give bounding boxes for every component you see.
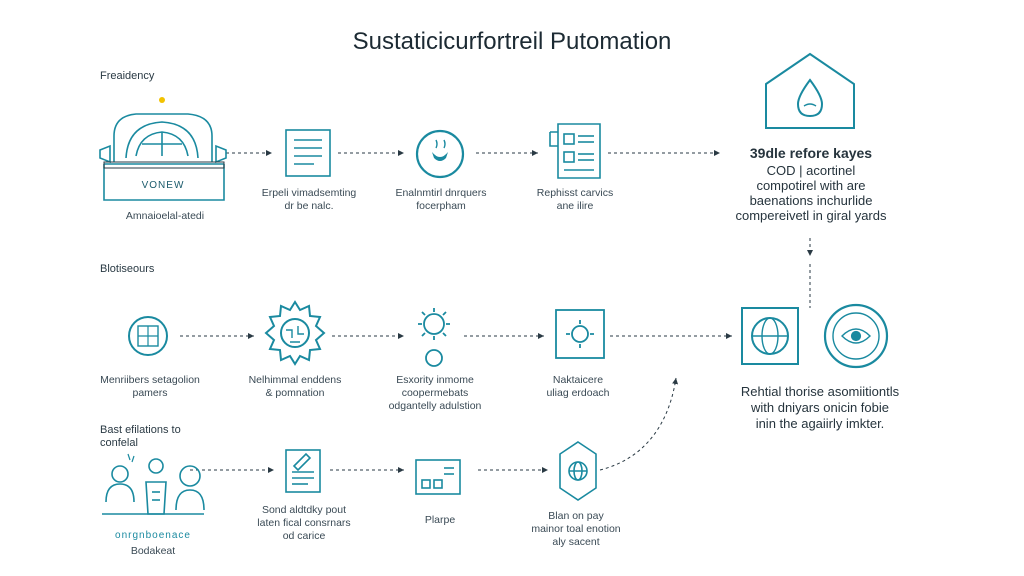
archive-badge: VONEW	[141, 180, 185, 191]
document-icon	[285, 129, 331, 177]
section-label-1: Freaidency	[100, 70, 155, 82]
right-top-heading: 39dle refore kayes	[712, 146, 910, 161]
right-top-line2: compotirel with are	[756, 178, 866, 193]
row1-node2-caption-2: dr be nalc.	[284, 200, 334, 212]
row1-node4-caption-2: ane ilire	[556, 200, 594, 212]
sun-box-icon	[555, 309, 605, 359]
row2-node4-caption-1: Naktaicere	[552, 374, 604, 386]
row3-node1-caption-2: Bodakeat	[130, 545, 176, 557]
row2-node2-caption-2: & pomnation	[265, 387, 325, 399]
row2-node2-caption-1: Nelhimmal enddens	[248, 374, 342, 386]
row3-node2-caption-2: laten fical consrnars	[257, 517, 351, 529]
row1-node3-caption-1: Enalnmtirl dnrquers	[395, 187, 487, 199]
section-label-3b: confelal	[100, 437, 138, 449]
gear-circuit-icon	[264, 300, 326, 366]
row2-node3-caption-1: Esxority inmome	[396, 374, 474, 386]
row3-node3-caption: Plarpe	[424, 514, 456, 526]
emblem-circle-icon	[823, 303, 889, 369]
globe-box-icon	[741, 307, 799, 365]
house-water-icon	[765, 52, 855, 129]
id-card-icon	[415, 459, 461, 495]
row2-node1-caption-1: Menriibers setagolion	[100, 374, 200, 386]
right-mid-line2: with dniyars onicin fobie	[750, 400, 890, 415]
row3-node1-caption-1: onrgnboenace	[115, 530, 191, 541]
gauge-circle-icon	[128, 316, 168, 356]
arrow-r3-curve	[599, 377, 679, 471]
sun-face-icon	[418, 308, 450, 367]
row1-node3-caption-2: focerpham	[416, 200, 466, 212]
row2-node3-caption-2: coopermebats	[401, 387, 469, 399]
edit-document-icon	[285, 449, 321, 493]
right-mid-line1: Rehtial thorise asomiitiontls	[740, 384, 900, 399]
people-group-icon	[102, 453, 205, 515]
right-top-line4: compereivetl in giral yards	[735, 208, 887, 223]
section-label-2: Blotiseours	[100, 263, 155, 275]
row1-node4-caption-1: Rephisst carvics	[536, 187, 614, 199]
archive-box-icon	[99, 97, 227, 201]
diagram-title: Sustaticicurfortreil Putomation	[352, 28, 672, 55]
row3-node2-caption-1: Sond aldtdky pout	[261, 504, 347, 516]
row3-node4-caption-2: mainor toal enotion	[531, 523, 621, 535]
row3-node4-caption-1: Blan on pay	[548, 510, 604, 522]
row3-node2-caption-3: od carice	[282, 530, 326, 542]
checklist-document-icon	[549, 123, 601, 179]
right-top-line3: baenations inchurlide	[749, 193, 873, 208]
right-mid-line3: inin the agaiirly imkter.	[755, 416, 885, 431]
right-top-line1: COD | acortinel	[766, 163, 856, 178]
row1-node1-caption: Amnaioelal-atedi	[125, 210, 205, 222]
row1-node2-caption-1: Erpeli vimadsemting	[261, 187, 357, 199]
row2-node3-caption-3: odgantelly adulstion	[388, 400, 482, 412]
row2-node1-caption-2: pamers	[132, 387, 168, 399]
row3-node4-caption-3: aly sacent	[552, 536, 600, 548]
right-top-heading-text: 39dle refore kayes	[749, 145, 873, 161]
globe-hexagon-icon	[559, 441, 597, 501]
row2-node4-caption-2: uliag erdoach	[546, 387, 610, 399]
coffee-circle-icon	[415, 129, 465, 179]
section-label-3a: Bast efilations to	[100, 424, 181, 436]
